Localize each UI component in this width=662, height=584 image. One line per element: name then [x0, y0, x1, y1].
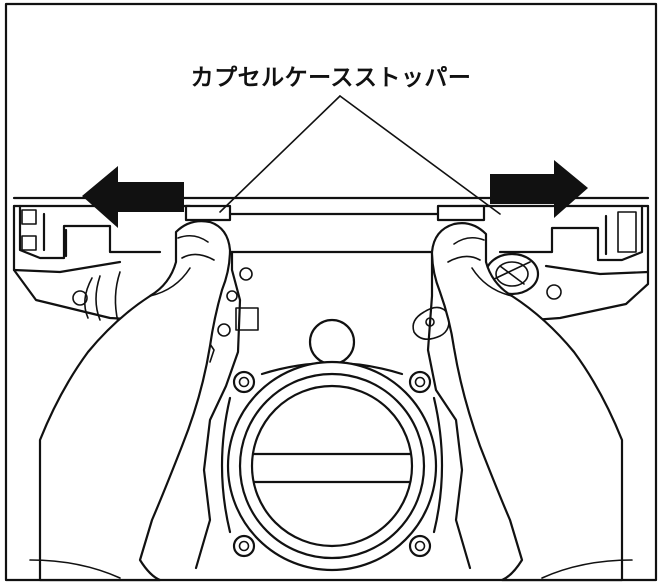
- lens-mount: [220, 360, 444, 572]
- left-hand: [29, 220, 232, 582]
- arrow-right-icon: [490, 160, 588, 218]
- arrow-left-icon: [82, 166, 184, 228]
- center-hole: [308, 318, 356, 366]
- callout-label: カプセルケースストッパー: [190, 65, 472, 91]
- right-stopper: [436, 204, 486, 222]
- frame-border: [4, 2, 658, 582]
- right-hand: [430, 222, 633, 582]
- center-plate: [194, 250, 472, 570]
- callout-leader-lines: [219, 95, 501, 215]
